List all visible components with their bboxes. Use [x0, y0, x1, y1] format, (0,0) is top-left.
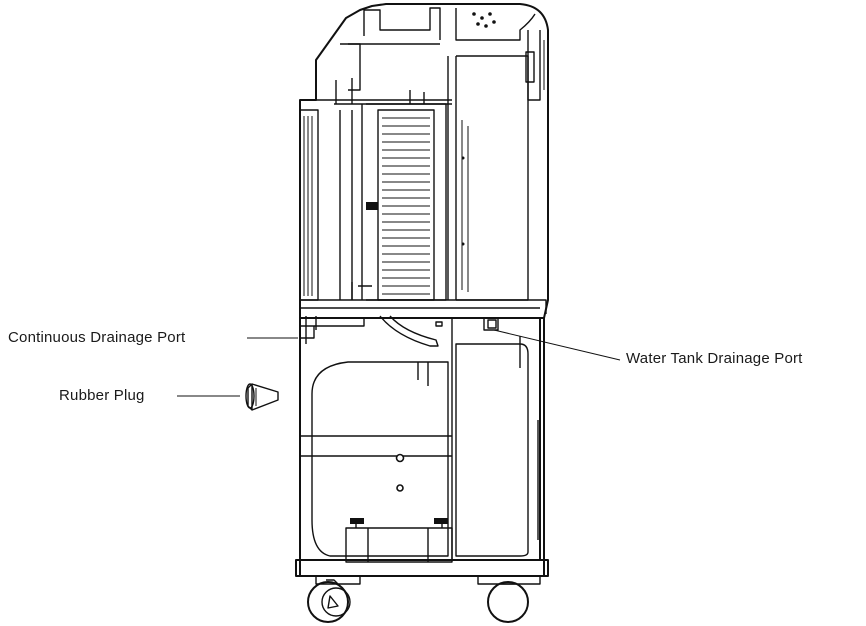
- blower-wheel: [351, 103, 447, 301]
- rubber-plug-icon: [245, 383, 279, 411]
- caster-wheel-left: [307, 579, 351, 623]
- label-water-tank-drainage-port: Water Tank Drainage Port: [626, 350, 803, 367]
- compressor-mounts: [345, 518, 453, 563]
- water-tank-drainage-port: [483, 318, 499, 331]
- label-continuous-drainage-port: Continuous Drainage Port: [8, 329, 186, 346]
- unit-body: [299, 3, 549, 319]
- label-rubber-plug: Rubber Plug: [59, 387, 145, 404]
- lower-body: [295, 317, 549, 585]
- control-panel-dots: [472, 12, 496, 28]
- leader-line-water-tank-drainage: [493, 329, 621, 361]
- air-filter-grille: [300, 109, 319, 301]
- drain-section: [299, 299, 547, 347]
- caster-wheel-right: [487, 581, 529, 623]
